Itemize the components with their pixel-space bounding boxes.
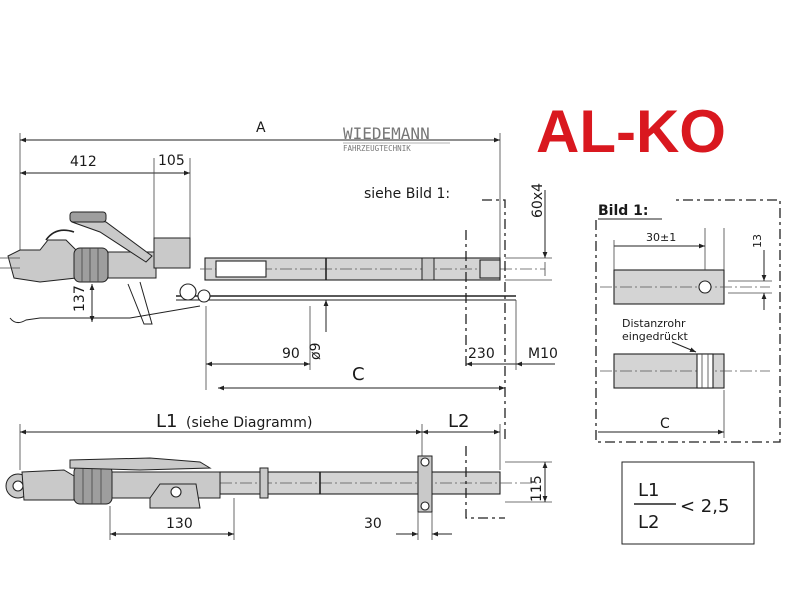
see-detail-label: siehe Bild 1:: [364, 186, 450, 202]
dim-label-230: 230: [468, 346, 495, 362]
ratio-formula: L1 L2 < 2,5: [621, 461, 755, 545]
top-view: A 412 105 137: [0, 120, 558, 440]
tube-end: [479, 259, 501, 279]
ratio-relation: < 2,5: [680, 496, 729, 517]
breakaway-cable: [9, 305, 201, 324]
brake-pivot: [179, 283, 197, 301]
detail-callout-bracket: [482, 199, 506, 440]
dim-label-L2: L2: [448, 411, 469, 432]
dim-label-A: A: [256, 120, 266, 136]
alko-logo: AL-KO: [536, 98, 726, 165]
dim-label-30: 30: [364, 516, 382, 532]
watermark-subline: FAHRZEUGTECHNIK: [343, 144, 411, 153]
detail-bild-1: Bild 1: 30±1 13 Distanzrohr eingedrückt …: [595, 199, 781, 443]
dim-label-137: 137: [72, 285, 88, 312]
coupling-head-side: [21, 469, 75, 501]
dim-label-60x4: 60x4: [530, 183, 546, 218]
mounting-plate: [153, 237, 191, 269]
detail-title: Bild 1:: [598, 203, 649, 219]
dim-label-L1-note: (siehe Diagramm): [186, 415, 312, 431]
wiedemann-watermark: WIEDEMANN FAHRZEUGTECHNIK: [343, 124, 450, 153]
dim-label-C: C: [352, 364, 365, 385]
brake-pivot-2: [197, 289, 211, 303]
bellows-top: [73, 247, 109, 283]
detail-note-leader: [671, 341, 697, 353]
detail-dim-label-C: C: [660, 416, 670, 432]
dim-label-M10: M10: [528, 346, 558, 362]
dim-label-115: 115: [529, 475, 545, 502]
handbrake-grip: [69, 211, 107, 223]
alko-logo-text: AL-KO: [536, 98, 726, 165]
tube-slot: [215, 260, 267, 278]
ratio-numerator: L1: [638, 480, 659, 501]
detail-note-line1: Distanzrohr: [622, 317, 686, 330]
detail-frame: [595, 199, 781, 443]
tube-clamp-side: [259, 467, 269, 499]
dim-label-13: 13: [751, 234, 764, 248]
detail-note-line2: eingedrückt: [622, 330, 688, 343]
dim-label-L1: L1: [156, 411, 177, 432]
detail-spacer-tube: [696, 353, 714, 389]
dim-label-130: 130: [166, 516, 193, 532]
dim-label-412: 412: [70, 154, 97, 170]
ratio-frame: [621, 461, 755, 545]
dim-label-90: 90: [282, 346, 300, 362]
support-leg: [127, 281, 153, 325]
coupling-head-top: [7, 239, 77, 283]
axle-bracket-side: [417, 455, 433, 513]
coupling-lever: [45, 229, 75, 241]
ratio-denominator: L2: [638, 512, 659, 533]
detail-callout-side: [465, 446, 505, 519]
handbrake-lever-side: [69, 457, 212, 471]
bellows-side: [73, 465, 113, 505]
side-view: L1 (siehe Diagramm) L2 130 30: [5, 411, 552, 540]
tube-bracket: [421, 257, 435, 281]
dim-label-105: 105: [158, 153, 185, 169]
dim-label-30pm1: 30±1: [646, 231, 676, 244]
detail-bolt-hole: [698, 280, 712, 294]
dim-label-phi9: ø9: [308, 343, 324, 360]
